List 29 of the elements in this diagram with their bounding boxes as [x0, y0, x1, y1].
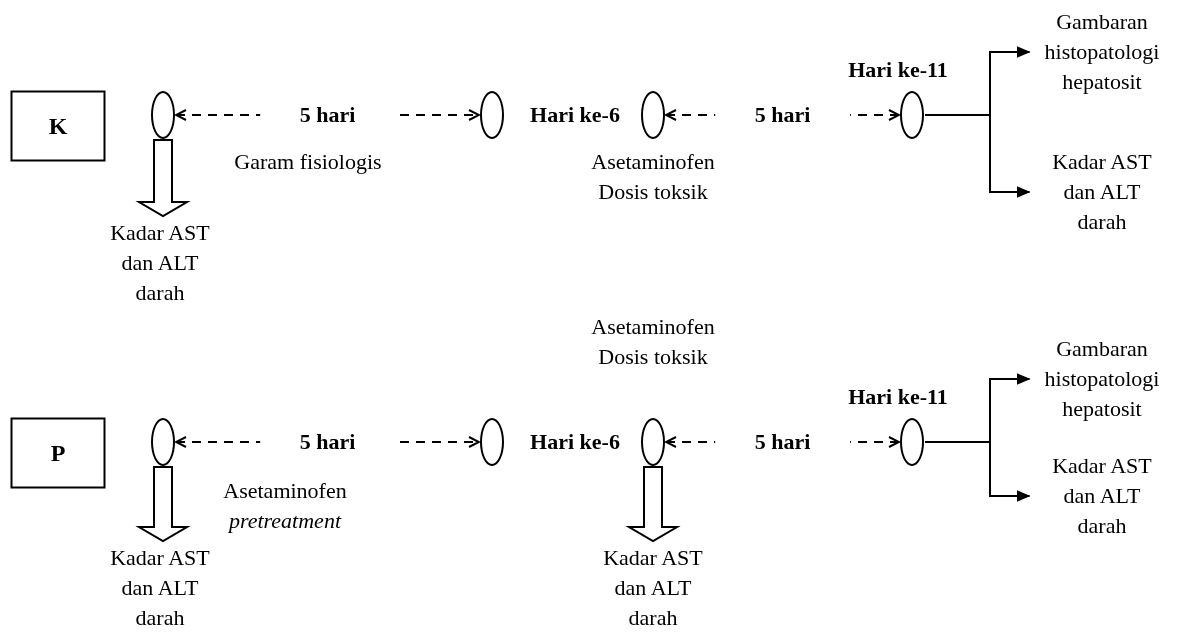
timepoint-ellipse	[900, 418, 924, 466]
outcome-text: Kadar AST dan ALT darah	[590, 543, 716, 632]
day-label: Hari ke-11	[848, 383, 948, 411]
timepoint-ellipse	[151, 418, 175, 466]
group-box: P	[10, 417, 106, 489]
treatment-label: Asetaminofen Dosis toksik	[590, 313, 716, 371]
outcome-text: Kadar AST dan ALT darah	[1039, 451, 1165, 541]
branch-arrow	[924, 114, 1031, 198]
timepoint-ellipse	[480, 418, 504, 466]
day-label: Hari ke-6	[529, 428, 621, 456]
timepoint-ellipse	[151, 91, 175, 139]
outcome-text: Gambaran histopatologi hepatosit	[1039, 334, 1165, 424]
treatment-label: Garam fisiologis	[233, 148, 383, 176]
day-label: Hari ke-6	[529, 101, 621, 129]
timepoint-ellipse	[641, 91, 665, 139]
outcome-text: Gambaran histopatologi hepatosit	[1039, 7, 1165, 97]
treatment-label: Asetaminofen pretreatment	[222, 477, 348, 535]
group-box: K	[10, 90, 106, 162]
outcome-text: Kadar AST dan ALT darah	[1039, 147, 1165, 237]
treatment-label: Asetaminofen Dosis toksik	[590, 148, 716, 206]
hollow-arrow	[135, 139, 191, 218]
hollow-arrow	[625, 466, 681, 543]
hollow-arrow	[135, 466, 191, 543]
timepoint-ellipse	[480, 91, 504, 139]
timepoint-ellipse	[641, 418, 665, 466]
outcome-text: Kadar AST dan ALT darah	[97, 218, 223, 308]
timepoint-ellipse	[900, 91, 924, 139]
outcome-text: Kadar AST dan ALT darah	[97, 543, 223, 632]
day-label: Hari ke-11	[848, 56, 948, 84]
